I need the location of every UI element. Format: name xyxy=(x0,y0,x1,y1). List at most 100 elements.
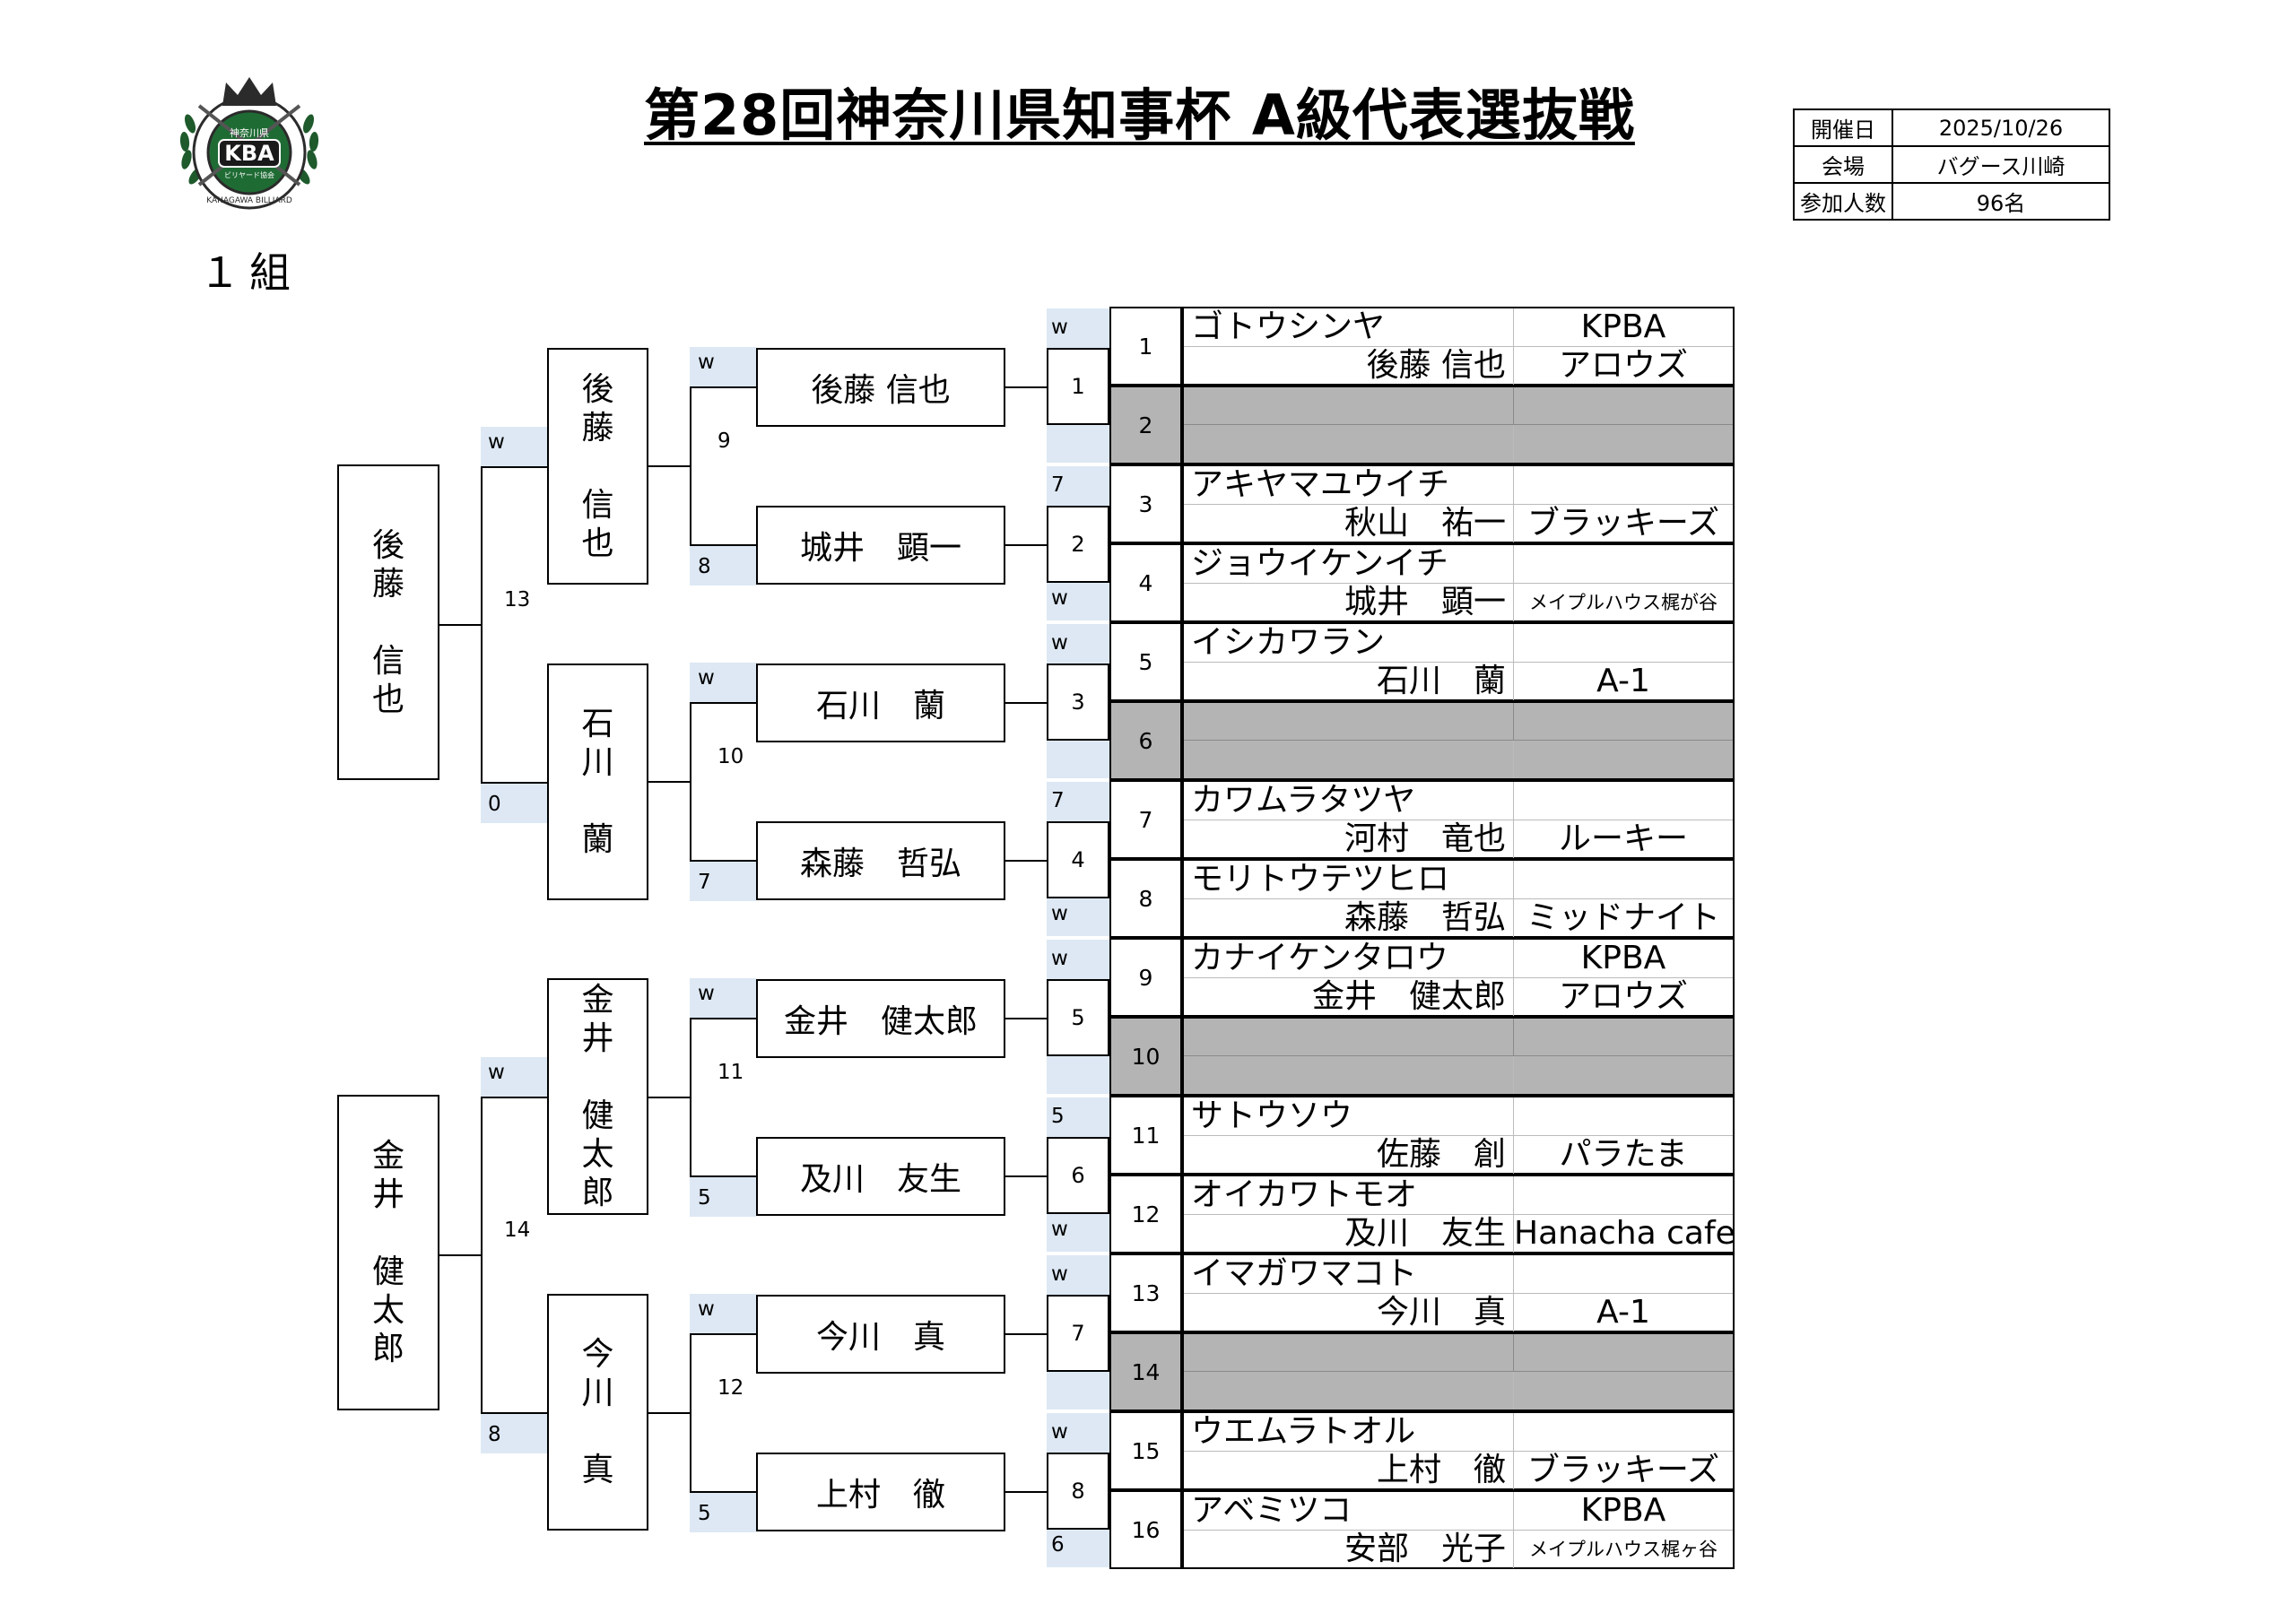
player-row: 14 xyxy=(1109,1332,1735,1411)
player-number: 2 xyxy=(1111,387,1184,463)
player-name xyxy=(1184,425,1514,463)
bracket-line xyxy=(1109,542,1111,544)
info-label: 会場 xyxy=(1793,145,1893,184)
bracket-line xyxy=(439,1254,481,1256)
bracket-line xyxy=(1109,1174,1111,1175)
bracket-line xyxy=(439,624,481,626)
player-name: 後藤 信也 xyxy=(1184,347,1514,385)
name-char: 也 xyxy=(371,681,404,718)
info-label: 開催日 xyxy=(1793,108,1893,147)
name-char: 川 xyxy=(581,744,614,781)
bracket-line xyxy=(483,1097,547,1098)
player-number: 14 xyxy=(1111,1334,1184,1409)
player-club-top xyxy=(1514,624,1733,663)
player-box-vertical: 金井健太郎 xyxy=(547,978,648,1215)
bracket-line xyxy=(691,860,756,862)
player-name: 安部 光子 xyxy=(1184,1531,1514,1568)
player-club-top: KPBA xyxy=(1514,1492,1733,1531)
player-kana: カナイケンタロウ xyxy=(1184,940,1514,978)
player-club xyxy=(1514,1056,1733,1094)
round2-score: w xyxy=(698,351,715,374)
score-cell-shade xyxy=(690,978,756,1018)
bracket-line xyxy=(1005,1333,1047,1335)
player-number: 11 xyxy=(1111,1097,1184,1174)
bracket-line xyxy=(1109,1016,1111,1018)
info-row-participants: 参加人数 96名 xyxy=(1793,182,2110,221)
player-club-top xyxy=(1514,1334,1733,1372)
logo-sub-text: ビリヤード協会 xyxy=(224,170,274,179)
bracket-line xyxy=(691,1333,756,1335)
player-kana: アベミツコ xyxy=(1184,1492,1514,1531)
player-club-top xyxy=(1514,545,1733,584)
player-club-top: KPBA xyxy=(1514,308,1733,347)
bracket-line xyxy=(1005,1018,1047,1019)
player-club: ブラッキーズ xyxy=(1526,1452,1720,1488)
player-name: 今川 真 xyxy=(1184,1294,1514,1331)
player-box: 今川 真 xyxy=(756,1295,1005,1374)
player-box: 後藤 信也 xyxy=(756,348,1005,427)
round3-score: 0 xyxy=(488,793,501,816)
player-number: 8 xyxy=(1111,861,1184,937)
player-number: 10 xyxy=(1111,1019,1184,1094)
winner-box-vertical: 金井健太郎 xyxy=(337,1095,439,1410)
bracket-line xyxy=(483,1412,547,1414)
player-club: メイプルハウス梶ヶ谷 xyxy=(1529,1539,1718,1560)
player-name: 河村 竜也 xyxy=(1184,820,1514,858)
player-club xyxy=(1514,741,1733,778)
score-cell-shade xyxy=(690,546,756,585)
bracket-line xyxy=(691,702,756,704)
player-kana: ウエムラトオル xyxy=(1184,1413,1514,1452)
round2-score: 5 xyxy=(698,1502,711,1525)
round1-score: 6 xyxy=(1051,1533,1065,1557)
round1-score: w xyxy=(1051,316,1068,339)
player-kana xyxy=(1184,387,1514,425)
name-char: 太 xyxy=(371,1292,404,1329)
player-club-top xyxy=(1514,703,1733,741)
player-club: A-1 xyxy=(1596,663,1650,699)
bracket-line xyxy=(648,465,690,467)
player-club-top xyxy=(1514,1176,1733,1215)
player-box: 森藤 哲弘 xyxy=(756,821,1005,900)
player-number: 6 xyxy=(1111,703,1184,778)
page-title: 第28回神奈川県知事杯 A級代表選抜戦 xyxy=(644,82,1635,148)
player-kana xyxy=(1184,703,1514,741)
player-kana: イマガワマコト xyxy=(1184,1255,1514,1294)
player-name xyxy=(1184,1056,1514,1094)
player-kana: サトウソウ xyxy=(1184,1097,1514,1136)
name-char: 後 xyxy=(581,370,614,408)
player-row: 6 xyxy=(1109,701,1735,780)
name-char: 金 xyxy=(581,982,614,1019)
name-char: 健 xyxy=(581,1097,614,1134)
round1-score: 5 xyxy=(1051,1105,1065,1128)
player-name: 及川 友生 xyxy=(1184,1215,1514,1253)
round3-score: 8 xyxy=(488,1423,501,1446)
name-char: 郎 xyxy=(371,1331,404,1367)
logo-top-text: 神奈川県 xyxy=(230,126,269,139)
round1-score: w xyxy=(1051,1262,1068,1286)
event-info-table: 開催日 2025/10/26 会場 バグース川崎 参加人数 96名 xyxy=(1793,108,2110,221)
player-box-vertical: 石川蘭 xyxy=(547,664,648,900)
player-club-top xyxy=(1514,1019,1733,1056)
name-char: 川 xyxy=(581,1375,614,1411)
score-cell-shade xyxy=(690,1493,756,1532)
player-box-vertical: 今川真 xyxy=(547,1294,648,1531)
bracket-line xyxy=(648,1412,690,1414)
logo-badge-text: KBA xyxy=(224,141,274,166)
player-box: 石川 蘭 xyxy=(756,664,1005,742)
bracket-line xyxy=(483,466,547,468)
round1-score: 7 xyxy=(1051,789,1065,812)
round1-score: w xyxy=(1051,902,1068,925)
round2-score: w xyxy=(698,982,715,1005)
round2-score: w xyxy=(698,666,715,690)
bracket-line xyxy=(691,1018,756,1019)
match-number: 13 xyxy=(504,588,531,612)
name-char: 郎 xyxy=(581,1175,614,1211)
player-name xyxy=(1184,1372,1514,1409)
match-number: 11 xyxy=(718,1061,744,1084)
player-number: 16 xyxy=(1111,1492,1184,1568)
